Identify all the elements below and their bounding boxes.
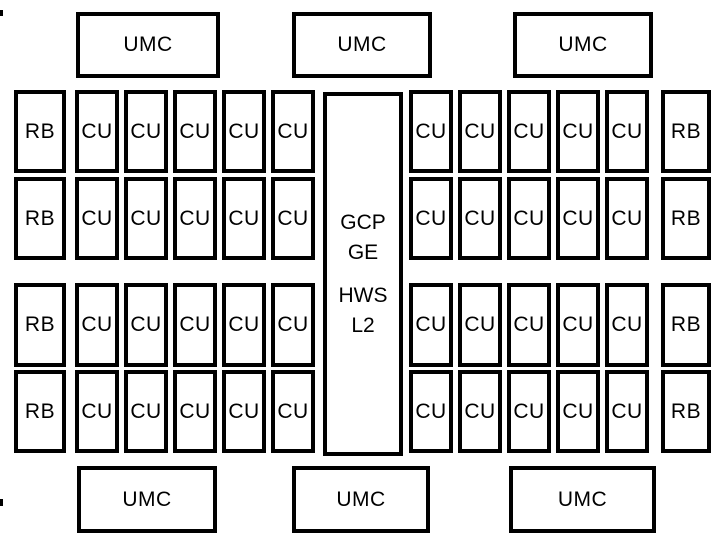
- cu-block: CU: [458, 370, 502, 453]
- cu-block: CU: [556, 90, 600, 173]
- cu-block: CU: [222, 90, 266, 173]
- umc-block-bottom-3: UMC: [509, 466, 656, 533]
- cu-block: CU: [458, 177, 502, 260]
- cu-cluster-right: CU CU CU CU CU CU CU CU CU CU CU CU CU C…: [409, 90, 649, 453]
- cu-block: CU: [409, 370, 453, 453]
- cu-block: CU: [271, 177, 315, 260]
- center-block-line: L2: [351, 313, 375, 337]
- cu-row: CU CU CU CU CU: [409, 90, 649, 173]
- cu-block: CU: [271, 90, 315, 173]
- cu-block: CU: [173, 90, 217, 173]
- cu-block: CU: [605, 370, 649, 453]
- center-block-line: GE: [347, 240, 379, 264]
- rb-block: RB: [14, 177, 66, 260]
- rb-block: RB: [14, 283, 66, 367]
- cu-row: CU CU CU CU CU: [75, 370, 315, 453]
- cu-block: CU: [507, 177, 551, 260]
- cu-block: CU: [458, 90, 502, 173]
- cu-block: CU: [271, 283, 315, 367]
- cu-block: CU: [271, 370, 315, 453]
- center-block-line: GCP: [340, 210, 386, 234]
- crop-artifact-top: [0, 10, 3, 16]
- cu-block: CU: [75, 283, 119, 367]
- cu-block: CU: [605, 90, 649, 173]
- cu-block: CU: [507, 90, 551, 173]
- rb-block: RB: [661, 283, 711, 367]
- cu-row: CU CU CU CU CU: [409, 177, 649, 260]
- cu-block: CU: [75, 370, 119, 453]
- cu-block: CU: [124, 283, 168, 367]
- rb-column-right: RB RB RB RB: [661, 90, 711, 453]
- cu-row: CU CU CU CU CU: [409, 370, 649, 453]
- cu-block: CU: [556, 177, 600, 260]
- cu-block: CU: [409, 177, 453, 260]
- rb-block: RB: [661, 177, 711, 260]
- cu-block: CU: [605, 177, 649, 260]
- umc-block-bottom-2: UMC: [292, 466, 430, 533]
- cu-block: CU: [222, 177, 266, 260]
- center-block-line: HWS: [338, 283, 388, 307]
- cu-block: CU: [75, 90, 119, 173]
- cu-block: CU: [222, 370, 266, 453]
- cu-block: CU: [507, 370, 551, 453]
- cu-block: CU: [124, 90, 168, 173]
- umc-block-top-3: UMC: [513, 12, 653, 78]
- cu-row: CU CU CU CU CU: [75, 283, 315, 367]
- cu-block: CU: [556, 283, 600, 367]
- umc-block-top-2: UMC: [292, 12, 432, 78]
- cu-block: CU: [75, 177, 119, 260]
- cu-block: CU: [222, 283, 266, 367]
- cu-block: CU: [507, 283, 551, 367]
- rb-block: RB: [661, 370, 711, 453]
- cu-block: CU: [605, 283, 649, 367]
- rb-column-left: RB RB RB RB: [14, 90, 66, 453]
- crop-artifact-bottom: [0, 499, 3, 506]
- cu-block: CU: [173, 370, 217, 453]
- cu-block: CU: [409, 283, 453, 367]
- cu-block: CU: [173, 177, 217, 260]
- cu-row: CU CU CU CU CU: [75, 90, 315, 173]
- cu-block: CU: [458, 283, 502, 367]
- rb-block: RB: [14, 370, 66, 453]
- cu-cluster-left: CU CU CU CU CU CU CU CU CU CU CU CU CU C…: [75, 90, 315, 453]
- center-block-gcp-ge-hws-l2: GCP GE HWS L2: [323, 92, 403, 456]
- cu-row: CU CU CU CU CU: [75, 177, 315, 260]
- rb-block: RB: [14, 90, 66, 173]
- cu-block: CU: [173, 283, 217, 367]
- cu-block: CU: [124, 370, 168, 453]
- umc-block-bottom-1: UMC: [77, 466, 217, 533]
- cu-block: CU: [124, 177, 168, 260]
- cu-row: CU CU CU CU CU: [409, 283, 649, 367]
- umc-block-top-1: UMC: [76, 12, 220, 78]
- rb-block: RB: [661, 90, 711, 173]
- cu-block: CU: [556, 370, 600, 453]
- cu-block: CU: [409, 90, 453, 173]
